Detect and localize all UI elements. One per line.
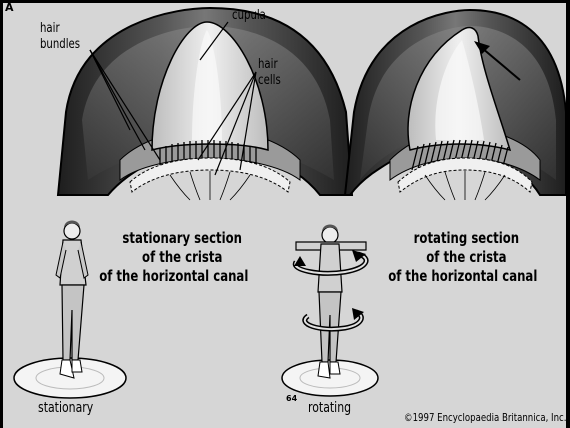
figure-letter: A <box>5 1 14 14</box>
page-number: 64 <box>286 394 297 403</box>
rotating-figure <box>282 225 378 397</box>
head-right <box>322 227 338 243</box>
rotating-crista <box>345 10 566 200</box>
legs-left <box>62 285 84 360</box>
stationary-caption-line1: stationary section <box>112 229 252 247</box>
stationary-crista <box>58 8 352 200</box>
label-hair-bundles-line2: bundles <box>40 37 80 52</box>
rotating-caption-line3: of the horizontal canal <box>384 267 542 285</box>
label-hair-bundles-line1: hair <box>40 21 60 36</box>
label-cupula: cupula <box>232 8 266 23</box>
label-hair-cells-line1: hair <box>258 57 278 72</box>
nerve-fibers-left <box>170 171 250 200</box>
stationary-caption-line2: of the crista <box>112 248 252 266</box>
rotating-caption-line2: of the crista <box>404 248 529 266</box>
torso-right <box>318 244 342 292</box>
label-rotating: rotating <box>308 400 351 416</box>
stationary-figure <box>14 221 126 399</box>
head-left <box>64 223 80 239</box>
copyright-notice: ©1997 Encyclopaedia Britannica, Inc. <box>404 411 566 424</box>
rotating-caption-line1: rotating section <box>404 229 529 247</box>
label-hair-cells-line2: cells <box>258 73 281 88</box>
label-stationary: stationary <box>38 400 93 416</box>
nerve-fibers-right <box>425 171 505 200</box>
stationary-caption-line3: of the horizontal canal <box>95 267 253 285</box>
